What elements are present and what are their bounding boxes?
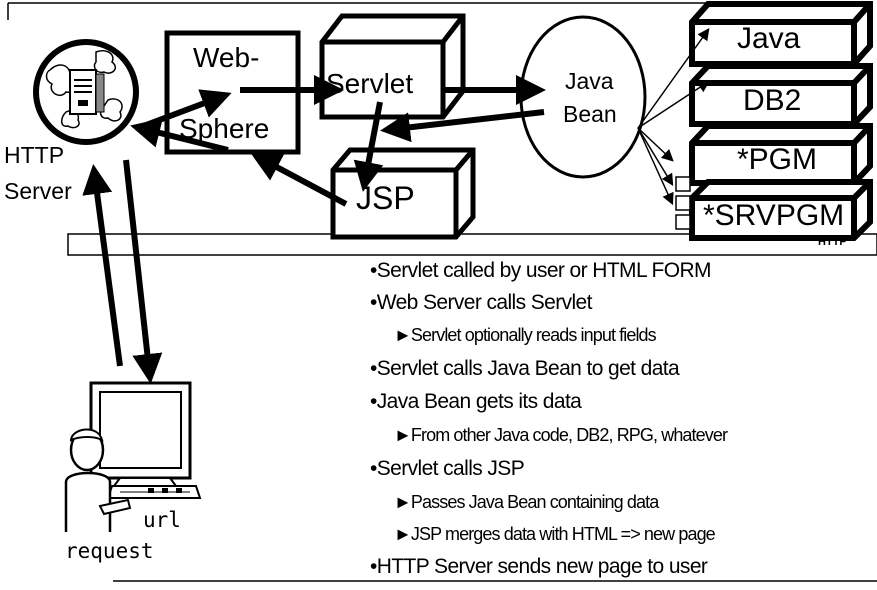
list-item: ►From other Java code, DB2, RPG, whateve… xyxy=(394,425,728,445)
websphere-label-line1: Web- xyxy=(193,42,260,73)
java-bean-label-line2: Bean xyxy=(563,101,617,127)
http-server-bar xyxy=(67,233,877,256)
box-srvpgm-label: *SRVPGM xyxy=(703,199,845,232)
java-bean-label-line1: Java xyxy=(565,68,614,94)
box-srvpgm xyxy=(675,176,873,241)
list-item: ►Passes Java Bean containing data xyxy=(394,492,659,512)
box-db2 xyxy=(689,63,873,127)
http-tag-label: HTTP xyxy=(818,236,847,248)
servlet-label: Servlet xyxy=(326,68,414,99)
user-computer-icon xyxy=(64,381,202,532)
list-item: ►JSP merges data with HTML => new page xyxy=(394,524,716,544)
servlet-box xyxy=(319,13,466,120)
box-java xyxy=(689,0,873,67)
http-server-label-line1: HTTP xyxy=(4,142,65,168)
list-item: •Servlet calls JSP xyxy=(370,457,525,480)
box-pgm xyxy=(689,123,873,186)
request-label: request xyxy=(65,539,154,563)
http-server-globe xyxy=(33,39,139,145)
websphere-label-line2: Sphere xyxy=(179,113,270,144)
list-item: •Web Server calls Servlet xyxy=(370,291,592,314)
list-item: •Java Bean gets its data xyxy=(370,390,582,413)
list-item: •Servlet calls Java Bean to get data xyxy=(370,357,680,380)
list-item: •HTTP Server sends new page to user xyxy=(370,555,708,578)
url-label: url xyxy=(143,508,181,532)
box-db2-label: DB2 xyxy=(743,84,802,117)
jsp-label: JSP xyxy=(356,180,415,216)
box-pgm-label: *PGM xyxy=(737,143,818,176)
http-server-label-line2: Server xyxy=(4,178,72,204)
java-bean-ellipse xyxy=(519,15,647,179)
flow-arrows xyxy=(82,75,546,384)
list-item: •Servlet called by user or HTML FORM xyxy=(370,259,712,282)
box-java-label: Java xyxy=(737,22,801,55)
bean-to-sources-arrows xyxy=(637,28,711,206)
list-item: ►Servlet optionally reads input fields xyxy=(394,325,657,345)
